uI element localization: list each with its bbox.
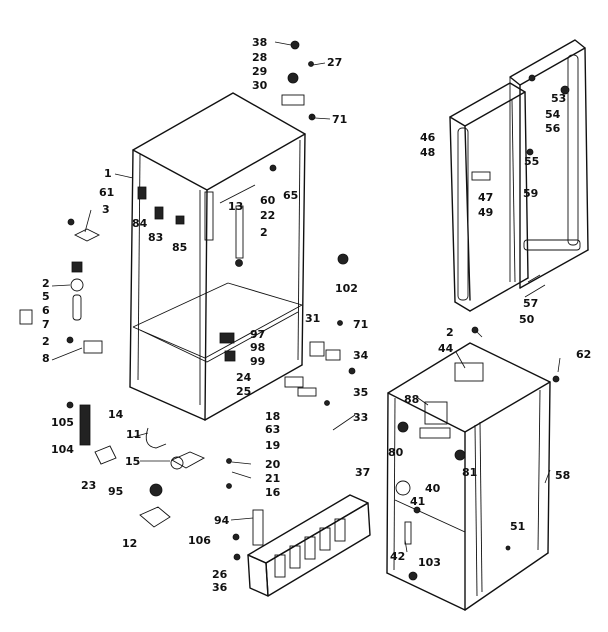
part-label-11: 11	[126, 428, 141, 441]
leader-lines	[51, 41, 561, 553]
part-label-21: 21	[265, 472, 280, 485]
part-label-26: 26	[212, 568, 228, 581]
part-label-23: 23	[81, 479, 96, 492]
part-label-55: 55	[524, 155, 539, 168]
part-label-85: 85	[172, 241, 187, 254]
part-label-40: 40	[425, 482, 441, 495]
part-label-2-right: 2	[446, 326, 454, 339]
part-label-13: 13	[228, 200, 243, 213]
part-label-102: 102	[335, 282, 358, 295]
small-parts	[19, 40, 570, 581]
part-label-38: 38	[252, 36, 267, 49]
door-gasket-frame-right	[509, 39, 589, 289]
part-label-98: 98	[250, 341, 265, 354]
part-label-2-left: 2	[42, 277, 50, 290]
part-label-2-upper: 2	[260, 226, 268, 239]
part-label-42: 42	[390, 550, 405, 563]
part-label-104: 104	[51, 443, 74, 456]
part-label-106: 106	[188, 534, 211, 547]
cabinet-shell	[129, 92, 306, 421]
part-label-20: 20	[265, 458, 281, 471]
part-number-labels: 38 28 27 29 30 71 1 61 65 60 13 3 22 84 …	[42, 36, 591, 594]
part-label-19: 19	[265, 439, 280, 452]
part-label-29: 29	[252, 65, 267, 78]
part-label-65: 65	[283, 189, 298, 202]
part-label-5: 5	[42, 290, 50, 303]
part-label-95: 95	[108, 485, 123, 498]
part-label-15: 15	[125, 455, 140, 468]
part-label-44: 44	[438, 342, 454, 355]
part-label-83: 83	[148, 231, 163, 244]
kick-plate-grille	[247, 494, 371, 597]
part-label-3: 3	[102, 203, 110, 216]
part-label-1: 1	[104, 167, 112, 180]
part-label-62: 62	[576, 348, 591, 361]
part-label-28: 28	[252, 51, 267, 64]
part-label-63: 63	[265, 423, 280, 436]
part-label-30: 30	[252, 79, 268, 92]
part-label-59: 59	[523, 187, 538, 200]
lower-cabinet	[386, 342, 551, 611]
part-label-61: 61	[99, 186, 114, 199]
part-label-12: 12	[122, 537, 137, 550]
part-label-46: 46	[420, 131, 436, 144]
part-label-27: 27	[327, 56, 342, 69]
part-label-22: 22	[260, 209, 275, 222]
part-label-35: 35	[353, 386, 368, 399]
part-label-49: 49	[478, 206, 493, 219]
part-label-6: 6	[42, 304, 50, 317]
part-label-24: 24	[236, 371, 252, 384]
part-label-99: 99	[250, 355, 265, 368]
part-label-56: 56	[545, 122, 561, 135]
part-label-105: 105	[51, 416, 74, 429]
part-label-37: 37	[355, 466, 370, 479]
part-label-80: 80	[388, 446, 404, 459]
part-label-71-mid: 71	[353, 318, 368, 331]
part-label-57: 57	[523, 297, 538, 310]
part-label-53: 53	[551, 92, 566, 105]
part-label-18: 18	[265, 410, 280, 423]
part-label-34: 34	[353, 349, 369, 362]
part-label-8: 8	[42, 352, 50, 365]
part-label-94: 94	[214, 514, 230, 527]
part-label-2-lower-left: 2	[42, 335, 50, 348]
part-label-31: 31	[305, 312, 320, 325]
part-label-58: 58	[555, 469, 570, 482]
part-label-25: 25	[236, 385, 251, 398]
part-label-7: 7	[42, 318, 50, 331]
door-gasket-frame-left	[449, 82, 529, 312]
part-label-88: 88	[404, 393, 419, 406]
part-label-71: 71	[332, 113, 347, 126]
part-label-51: 51	[510, 520, 525, 533]
part-label-47: 47	[478, 191, 493, 204]
part-label-97: 97	[250, 328, 265, 341]
part-label-33: 33	[353, 411, 368, 424]
part-label-41: 41	[410, 495, 425, 508]
part-label-16: 16	[265, 486, 281, 499]
part-label-54: 54	[545, 108, 561, 121]
part-label-50: 50	[519, 313, 535, 326]
part-label-103: 103	[418, 556, 441, 569]
part-label-81: 81	[462, 466, 477, 479]
part-label-36: 36	[212, 581, 228, 594]
part-label-48: 48	[420, 146, 435, 159]
part-label-60: 60	[260, 194, 276, 207]
part-label-14: 14	[108, 408, 124, 421]
part-label-84: 84	[132, 217, 148, 230]
